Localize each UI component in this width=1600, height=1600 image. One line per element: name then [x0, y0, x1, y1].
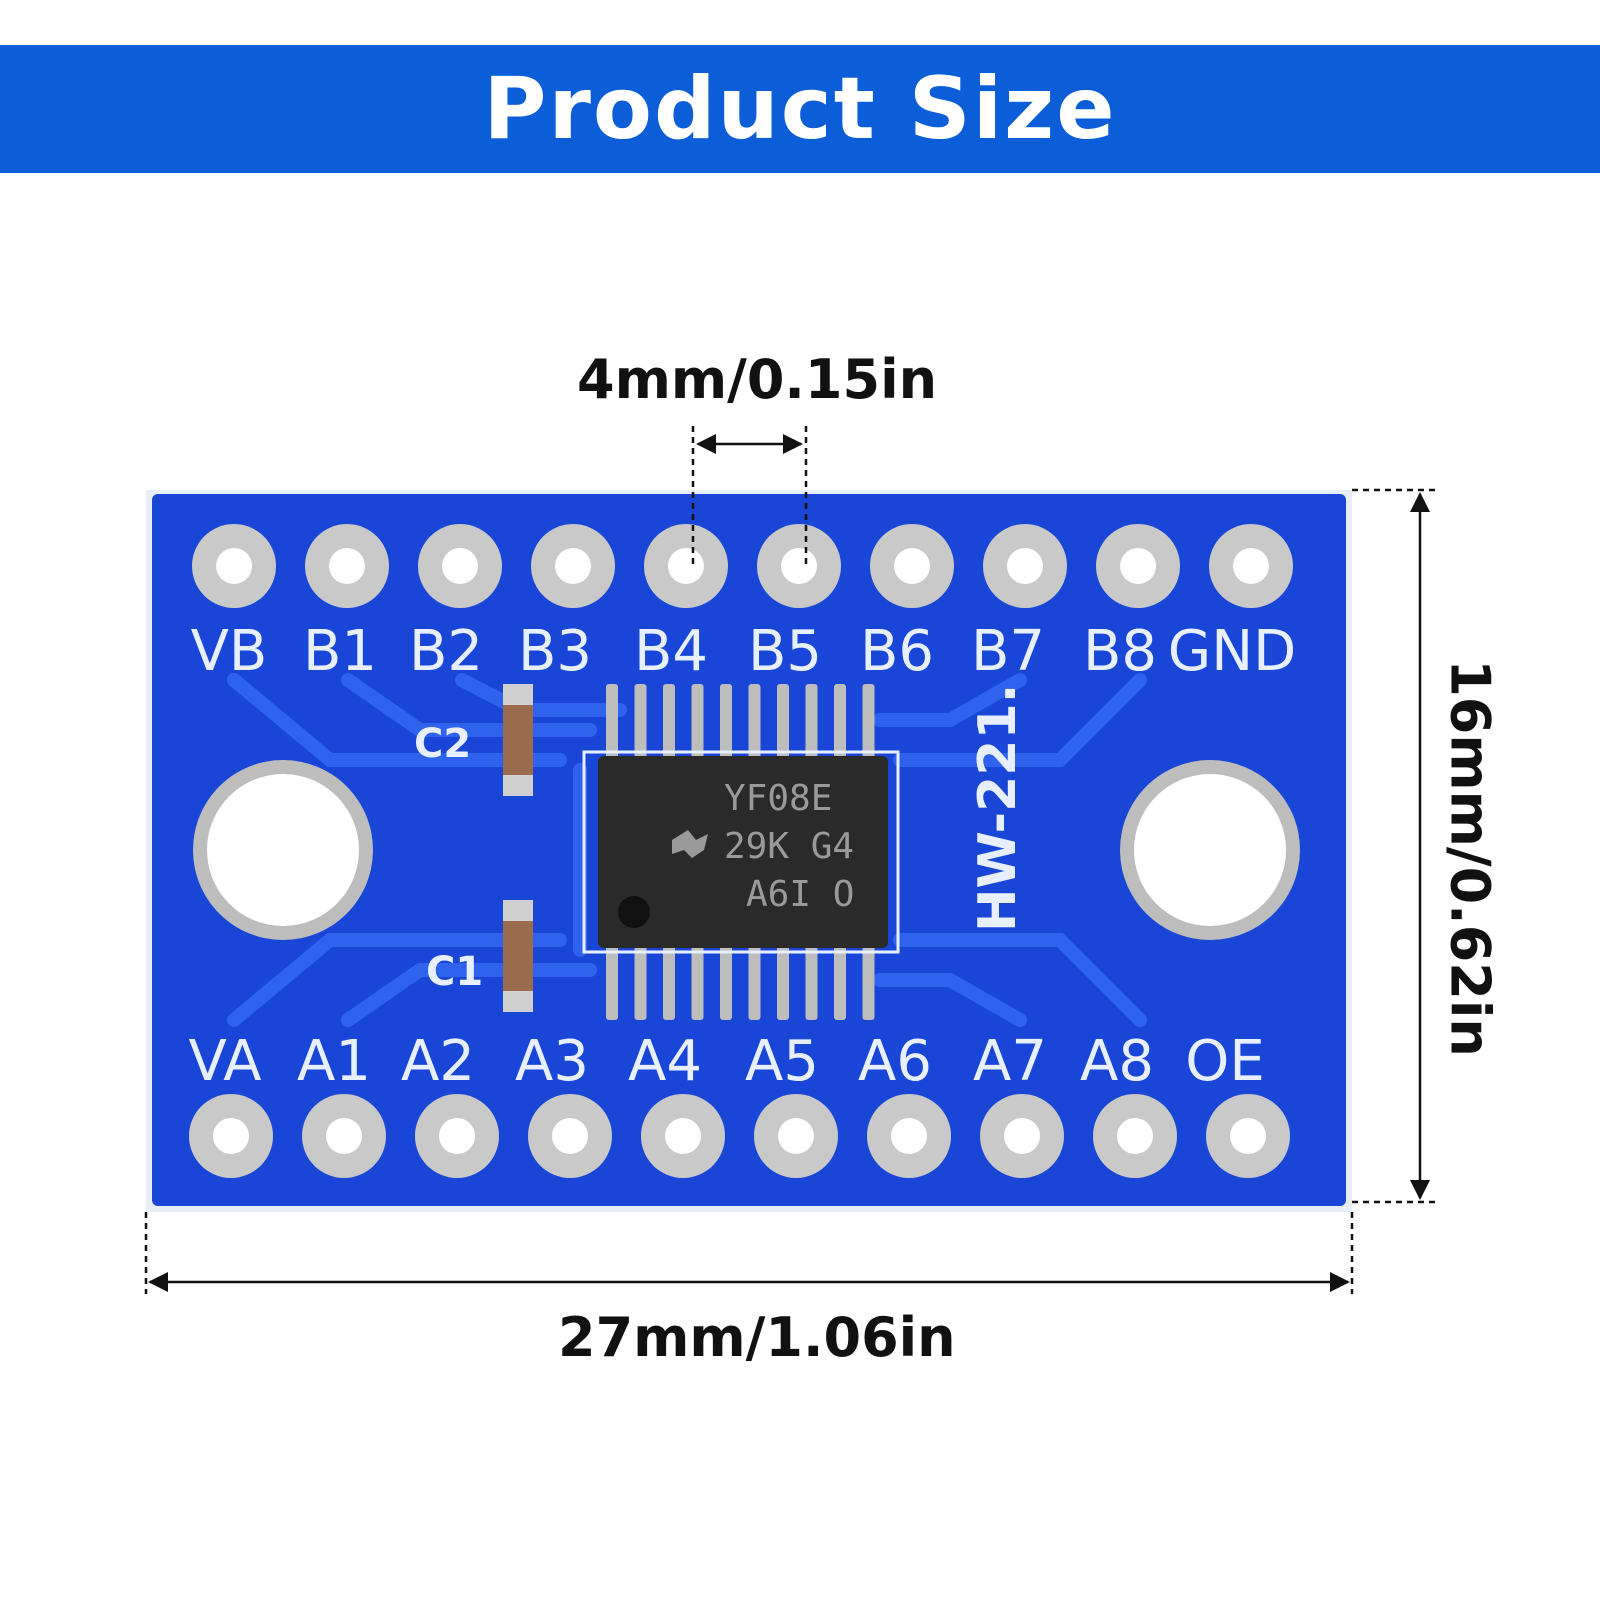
- pin-label-b2: B2: [409, 619, 483, 684]
- chip-lead: [805, 684, 818, 760]
- bottom-pad: [641, 1094, 725, 1178]
- bottom-pad: [867, 1094, 951, 1178]
- pin-label-b1: B1: [303, 619, 377, 684]
- pin-label-b6: B6: [860, 619, 934, 684]
- height-dimension: [1352, 488, 1436, 1204]
- chip-lead: [777, 684, 789, 760]
- pin-label-va: VA: [188, 1029, 261, 1094]
- chip-marking-line1: YF08E: [724, 778, 832, 819]
- capacitor-label-c2: C2: [414, 721, 471, 767]
- pin-label-b7: B7: [971, 619, 1045, 684]
- top-pad: [305, 524, 389, 608]
- pin-label-vb: VB: [191, 619, 268, 684]
- bottom-pad: [754, 1094, 838, 1178]
- top-pad: [192, 524, 276, 608]
- mounting-hole-left: [193, 760, 373, 940]
- pin-label-b5: B5: [748, 619, 822, 684]
- top-pin-labels: VB B1 B2 B3 B4 B5 B6 B7 B8 GND: [191, 619, 1297, 684]
- top-pad: [644, 524, 728, 608]
- top-pad: [757, 524, 841, 608]
- capacitor-c2: [503, 684, 533, 796]
- chip-leads: [606, 684, 875, 1020]
- bottom-pad-row: [189, 1094, 1290, 1178]
- width-label: 27mm/1.06in: [558, 1306, 956, 1369]
- top-pad: [418, 524, 502, 608]
- capacitor-label-c1: C1: [426, 949, 483, 995]
- chip-lead: [663, 944, 675, 1020]
- chip-lead: [606, 684, 618, 760]
- banner-title: Product Size: [483, 59, 1117, 159]
- pin-label-b4: B4: [634, 619, 708, 684]
- pin-label-a3: A3: [515, 1029, 589, 1094]
- bottom-pad: [189, 1094, 273, 1178]
- pin-label-b3: B3: [518, 619, 592, 684]
- chip-lead: [777, 944, 789, 1020]
- chip-marking: YF08E 29K G4 A6I O: [724, 778, 854, 915]
- board-model-label: HW-221.: [968, 684, 1028, 932]
- pin-label-gnd: GND: [1168, 619, 1296, 684]
- pcb-traces: [227, 673, 1147, 1027]
- bottom-pad: [302, 1094, 386, 1178]
- chip-lead: [691, 944, 704, 1020]
- pin-label-a1: A1: [297, 1029, 371, 1094]
- pin-label-a2: A2: [401, 1029, 475, 1094]
- pin-label-oe: OE: [1185, 1029, 1264, 1094]
- chip-lead: [634, 684, 647, 760]
- mounting-hole-right: [1120, 760, 1300, 940]
- chip-lead: [634, 944, 647, 1020]
- top-pad: [983, 524, 1067, 608]
- chip-lead: [862, 944, 875, 1020]
- chip-lead: [663, 684, 675, 760]
- chip-lead: [606, 944, 618, 1020]
- chip-marking-line2: 29K G4: [724, 826, 854, 867]
- pin-label-a4: A4: [628, 1029, 702, 1094]
- bottom-pad: [415, 1094, 499, 1178]
- bottom-pad: [1093, 1094, 1177, 1178]
- chip-marking-line3: A6I O: [746, 874, 854, 915]
- top-pad: [870, 524, 954, 608]
- chip-lead: [691, 684, 704, 760]
- ti-logo-icon: [672, 830, 708, 858]
- top-pad: [1209, 524, 1293, 608]
- top-pad-row: [192, 524, 1293, 608]
- bottom-pad: [980, 1094, 1064, 1178]
- bottom-pad: [1206, 1094, 1290, 1178]
- capacitor-c1: [503, 900, 533, 1012]
- chip-lead: [720, 684, 732, 760]
- chip-lead: [748, 684, 761, 760]
- chip-lead: [862, 684, 875, 760]
- pin-label-a7: A7: [973, 1029, 1047, 1094]
- pin-pitch-dimension: [691, 426, 808, 566]
- width-dimension: [144, 1212, 1354, 1294]
- bottom-pin-labels: VA A1 A2 A3 A4 A5 A6 A7 A8 OE: [188, 1029, 1264, 1094]
- pin-label-a5: A5: [745, 1029, 819, 1094]
- chip-silkscreen-outline: [582, 750, 900, 954]
- title-banner: Product Size: [0, 45, 1600, 173]
- chip-pin1-dot: [618, 896, 650, 928]
- pin-label-b8: B8: [1083, 619, 1157, 684]
- chip-lead: [834, 944, 846, 1020]
- chip-lead: [805, 944, 818, 1020]
- bottom-pad: [528, 1094, 612, 1178]
- height-label: 16mm/0.62in: [1438, 659, 1502, 1057]
- pin-label-a6: A6: [858, 1029, 932, 1094]
- ic-chip: [598, 756, 888, 948]
- chip-lead: [834, 684, 846, 760]
- chip-lead: [748, 944, 761, 1020]
- pin-pitch-label: 4mm/0.15in: [577, 348, 938, 411]
- top-pad: [531, 524, 615, 608]
- pin-label-a8: A8: [1080, 1029, 1154, 1094]
- chip-lead: [720, 944, 732, 1020]
- top-pad: [1096, 524, 1180, 608]
